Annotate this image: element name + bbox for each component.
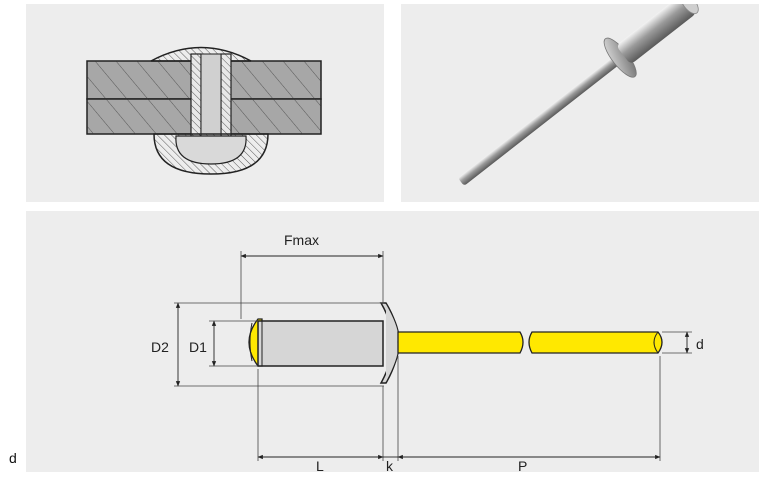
dimension-drawing-panel: Fmax D2 D1 d L k P (26, 211, 759, 472)
k-label: k (386, 458, 394, 472)
mandrel-bore (200, 53, 222, 137)
mandrel-shaft-2 (528, 331, 663, 354)
rivet-photo (459, 4, 699, 185)
photo-body (617, 4, 695, 63)
d1-label: D1 (189, 339, 207, 355)
l-label: L (316, 458, 324, 472)
mandrel-head (175, 135, 247, 165)
fmax-label: Fmax (284, 232, 319, 248)
photo-mandrel (459, 56, 621, 185)
rivet-photo-panel (401, 4, 759, 202)
d2-label: D2 (151, 339, 169, 355)
rivet-body (257, 320, 384, 367)
corner-letter: d (9, 450, 17, 466)
mandrel-shaft-1 (397, 331, 524, 354)
cross-section-panel (26, 4, 384, 202)
d-label: d (696, 336, 704, 352)
p-label: P (518, 458, 527, 472)
rivet-dimension-drawing: Fmax D2 D1 d L k P (151, 232, 704, 472)
rivet-cross-section-drawing (86, 46, 322, 175)
